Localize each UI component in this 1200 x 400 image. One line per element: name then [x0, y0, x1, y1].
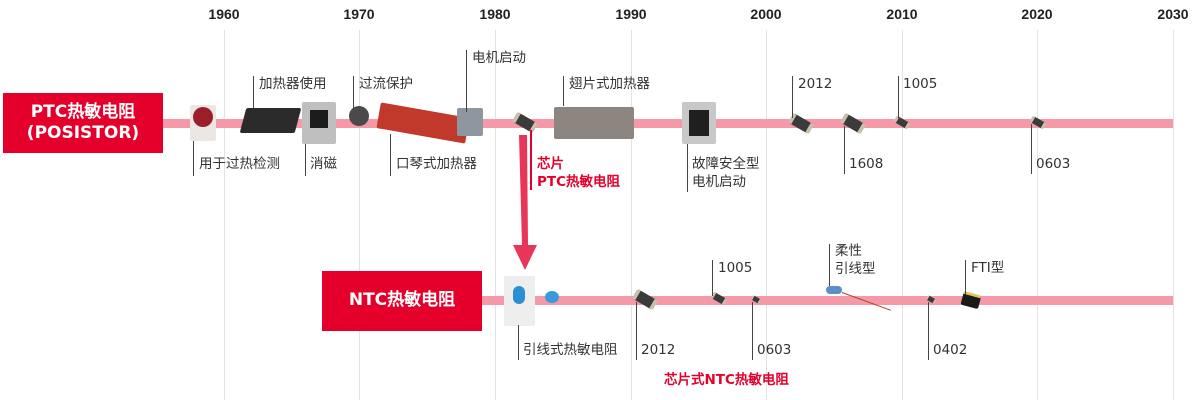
failsafe-motor-starter-image — [682, 102, 716, 144]
event-tick — [752, 302, 753, 360]
ptc-title: PTC热敏电阻 — [30, 101, 136, 122]
fti-thermistor-image — [960, 290, 982, 310]
chip-ptc-callout: 芯片 PTC热敏电阻 — [537, 156, 620, 191]
event-label: 柔性 引线型 — [835, 243, 876, 278]
grid-line — [902, 30, 903, 400]
event-tick — [965, 260, 966, 294]
leaded-thermistor-image — [504, 276, 535, 326]
event-tick — [712, 260, 713, 296]
event-label: FTI型 — [971, 260, 1005, 276]
chip-callout-line — [530, 130, 532, 190]
event-label: 1005 — [903, 76, 938, 92]
event-tick — [253, 76, 254, 108]
event-label-line: 柔性 — [835, 243, 862, 259]
flexible-lead-thermistor-image — [826, 286, 842, 294]
grid-line — [1173, 30, 1174, 400]
year-label: 2010 — [886, 6, 918, 22]
event-tick — [563, 76, 564, 106]
chip-ptc-callout-line: 芯片 — [537, 156, 564, 172]
event-tick — [466, 50, 467, 112]
degaussing-device-image — [302, 102, 336, 144]
fin-heater-image — [554, 107, 634, 139]
grid-line — [631, 30, 632, 400]
event-tick — [829, 244, 830, 286]
event-tick — [898, 76, 899, 118]
event-tick — [305, 144, 306, 176]
heater-module-image — [239, 108, 302, 133]
event-label: 1608 — [849, 156, 884, 172]
event-label: 加热器使用 — [259, 76, 327, 92]
event-label: 用于过热检测 — [199, 156, 280, 172]
event-tick — [844, 126, 845, 174]
chip-ptc-callout-line: PTC热敏电阻 — [537, 173, 621, 190]
event-tick — [687, 144, 688, 192]
year-label: 2020 — [1021, 6, 1053, 22]
grid-line — [766, 30, 767, 400]
event-tick — [1031, 124, 1032, 174]
event-label-line: 引线型 — [835, 260, 876, 277]
event-label: 0603 — [1036, 156, 1071, 172]
ptc-timeline-bar — [160, 119, 1173, 128]
year-label: 1960 — [208, 6, 240, 22]
event-label: 过流保护 — [359, 76, 413, 92]
ntc-title: NTC热敏电阻 — [348, 290, 456, 311]
event-label-line: 故障安全型 — [692, 156, 760, 172]
event-label: 0402 — [933, 342, 968, 358]
ptc-title-box: PTC热敏电阻 (POSISTOR) — [3, 93, 163, 153]
event-tick — [353, 76, 354, 108]
event-label: 故障安全型 电机启动 — [692, 156, 760, 191]
event-label: 翅片式加热器 — [569, 76, 650, 92]
transition-arrow-icon — [513, 135, 537, 270]
year-label: 2030 — [1157, 6, 1189, 22]
leaded-thermistor-2-image — [545, 291, 559, 303]
event-label: 1005 — [718, 260, 753, 276]
event-tick — [928, 302, 929, 360]
event-label: 电机启动 — [472, 50, 526, 66]
ntc-title-box: NTC热敏电阻 — [322, 271, 482, 331]
grid-line — [359, 30, 360, 400]
grid-line — [224, 30, 225, 400]
year-label: 1970 — [343, 6, 375, 22]
event-tick — [518, 325, 519, 360]
year-label: 1990 — [615, 6, 647, 22]
event-tick — [636, 302, 637, 360]
grid-line — [1037, 30, 1038, 400]
event-label: 口琴式加热器 — [396, 156, 477, 172]
event-label: 2012 — [798, 76, 833, 92]
motor-starter-image — [457, 108, 483, 136]
year-label: 2000 — [750, 6, 782, 22]
event-tick — [390, 134, 391, 176]
ptc-subtitle: (POSISTOR) — [26, 123, 140, 143]
ptc-chip-image — [511, 111, 539, 134]
ntc-timeline-bar — [480, 296, 1173, 305]
disc-thermistor-image — [190, 105, 216, 141]
event-tick — [792, 76, 793, 118]
grid-line — [495, 30, 496, 400]
overcurrent-thermistor-image — [349, 106, 369, 126]
event-label: 消磁 — [310, 156, 337, 172]
event-label: 引线式热敏电阻 — [523, 342, 618, 358]
event-label: 2012 — [641, 342, 676, 358]
event-tick — [193, 141, 194, 176]
event-label-line: 电机启动 — [692, 173, 746, 190]
year-label: 1980 — [479, 6, 511, 22]
event-label: 0603 — [757, 342, 792, 358]
chip-ntc-callout: 芯片式NTC热敏电阻 — [664, 372, 789, 388]
